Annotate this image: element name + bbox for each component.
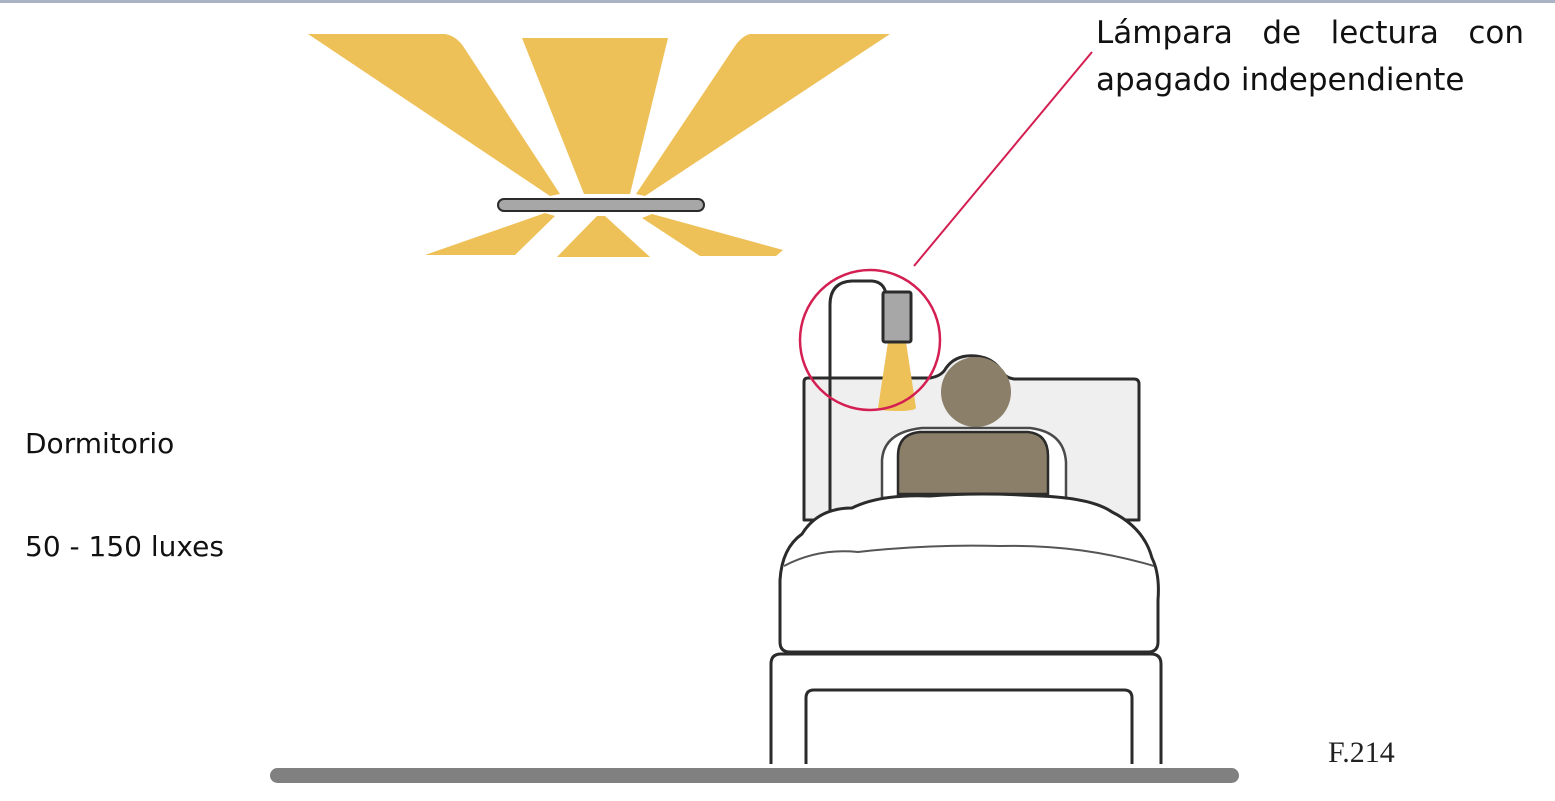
person-head — [941, 357, 1011, 427]
ceiling-ray-lower-left — [425, 213, 555, 255]
bed-duvet — [780, 494, 1158, 652]
floor-line — [270, 768, 1239, 783]
ceiling-ray-upper-right — [636, 34, 890, 196]
bed-base — [771, 654, 1161, 764]
ceiling-ray-upper-left — [308, 34, 560, 196]
lux-range: 50 - 150 luxes — [25, 530, 224, 563]
bed-footboard-panel — [806, 690, 1132, 764]
person-back — [898, 432, 1048, 494]
room-name: Dormitorio — [25, 427, 174, 460]
reading-lamp-light-cone — [878, 342, 916, 411]
figure-number: F.214 — [1328, 736, 1395, 770]
ceiling-ray-lower-center — [557, 216, 650, 257]
ceiling-light-fixture — [498, 199, 704, 211]
callout-leader-line — [914, 52, 1092, 266]
reading-lamp-head — [883, 292, 911, 342]
ceiling-light-rays — [308, 34, 890, 257]
ceiling-ray-lower-right — [642, 214, 783, 256]
reading-lamp-callout-label: Lámpara de lectura con apagado independi… — [1096, 10, 1524, 104]
